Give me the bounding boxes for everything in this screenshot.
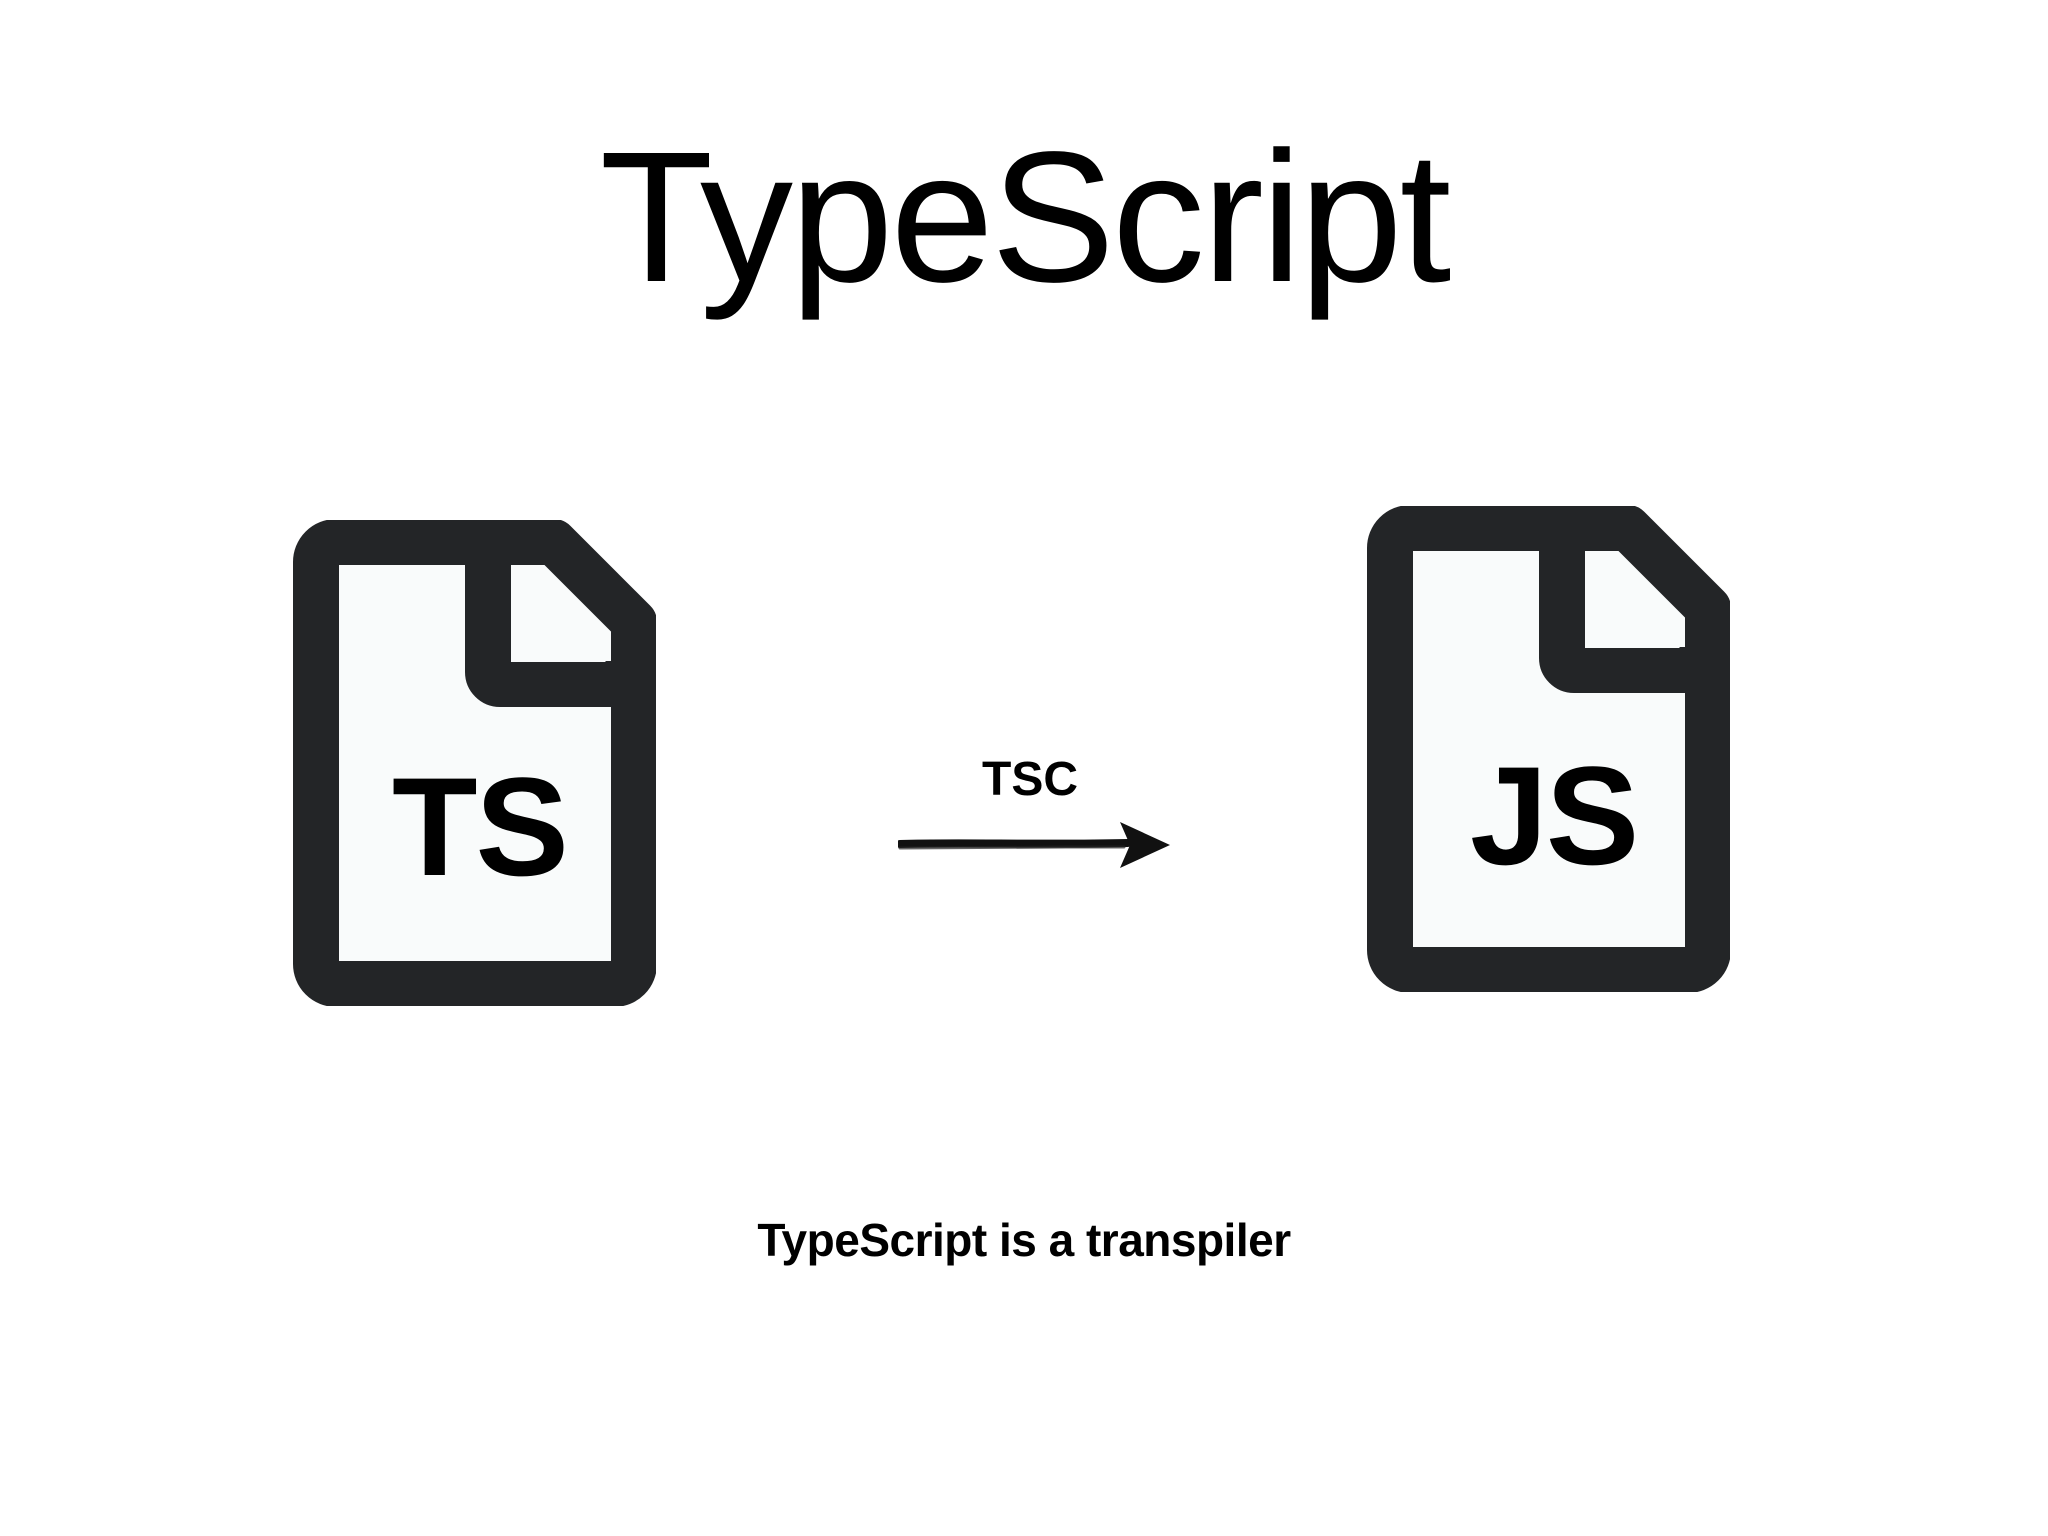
arrow-right-icon [896,816,1170,877]
js-file-icon [1366,506,1730,992]
tsc-label: TSC [982,753,1078,806]
ts-file-label: TS [392,748,569,905]
js-file-label: JS [1470,737,1639,894]
slide-caption: TypeScript is a transpiler [757,1214,1291,1266]
ts-file-icon [292,520,656,1006]
slide-title: TypeScript [599,114,1452,321]
